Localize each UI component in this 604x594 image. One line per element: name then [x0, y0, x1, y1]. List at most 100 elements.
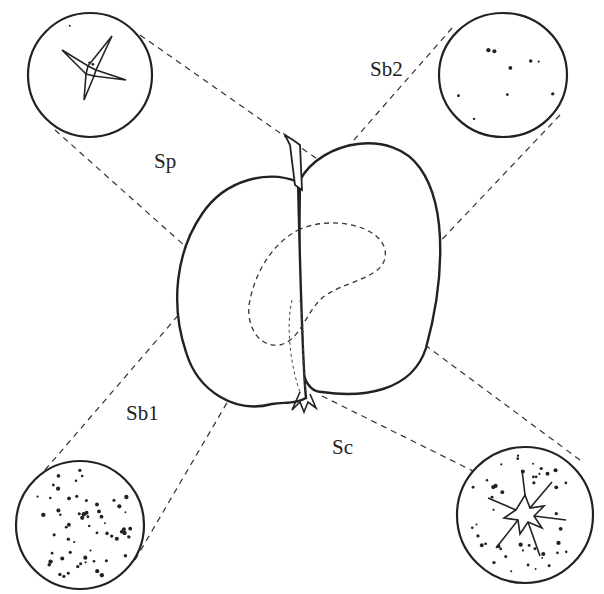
vascular-dot	[56, 509, 60, 513]
vascular-dot	[532, 463, 534, 465]
vascular-dot	[546, 472, 550, 476]
vascular-dot	[89, 549, 91, 551]
vascular-dot	[556, 551, 559, 554]
section-circle	[28, 13, 152, 137]
vascular-dot	[551, 92, 554, 95]
vascular-dot	[62, 575, 65, 578]
vascular-dot	[500, 490, 504, 494]
vascular-dot	[486, 479, 488, 481]
vascular-dot	[115, 537, 119, 541]
vascular-dot	[67, 538, 70, 541]
vascular-dot	[538, 61, 540, 63]
vascular-dot	[519, 543, 523, 547]
vascular-dot	[480, 543, 484, 547]
vascular-dot	[67, 496, 71, 500]
vascular-dot	[73, 541, 75, 543]
vascular-dot	[476, 534, 479, 537]
section-label: Sc	[330, 436, 355, 459]
section-label: Sb2	[368, 58, 405, 81]
vascular-dot	[67, 572, 70, 575]
vascular-dot	[75, 479, 78, 482]
core-star	[504, 495, 544, 534]
vascular-dot	[529, 59, 533, 63]
apple-calyx	[292, 392, 316, 412]
vascular-dot	[473, 118, 475, 120]
vascular-dot	[49, 497, 52, 500]
apple-right-half	[298, 143, 440, 394]
vascular-dot	[100, 573, 104, 577]
vascular-dot	[79, 562, 82, 565]
vascular-dot	[78, 469, 81, 472]
vascular-dot	[48, 559, 52, 563]
vascular-dot	[492, 509, 494, 511]
vascular-dot	[555, 512, 558, 515]
vascular-dot	[96, 531, 99, 534]
dashed-line	[140, 35, 330, 168]
vascular-dot	[78, 512, 81, 515]
vascular-dot	[475, 524, 477, 526]
dashed-line	[45, 290, 200, 470]
vascular-dot	[122, 531, 126, 535]
vascular-dot	[496, 544, 500, 548]
vascular-dot	[486, 48, 490, 52]
vascular-dot	[81, 475, 84, 478]
section-circle	[457, 447, 593, 583]
vascular-dot	[53, 533, 56, 536]
vascular-dot	[52, 484, 55, 487]
vascular-dot	[41, 513, 45, 517]
vascular-dot	[36, 495, 38, 497]
section-label: Sp	[152, 150, 178, 173]
vascular-dot	[559, 527, 563, 531]
core-section	[488, 470, 566, 556]
vascular-dot	[100, 515, 104, 519]
core-lines	[488, 470, 566, 556]
apple-left-half	[177, 177, 306, 407]
vascular-dot	[95, 569, 99, 573]
vascular-dot	[88, 62, 90, 64]
dashed-line	[425, 345, 580, 460]
vascular-dot	[93, 560, 96, 563]
vascular-dot	[76, 565, 79, 568]
vascular-dot	[124, 554, 127, 557]
stem-section	[62, 36, 126, 100]
section-circles	[16, 13, 593, 589]
vascular-dot	[85, 511, 89, 515]
vascular-dot	[484, 542, 487, 545]
vascular-dot	[540, 467, 543, 470]
vascular-dot	[97, 509, 101, 513]
vascular-dot	[541, 557, 543, 559]
core-vascular	[289, 300, 306, 392]
vascular-dot	[110, 534, 113, 537]
vascular-dot	[516, 457, 519, 460]
stem-core	[86, 66, 96, 76]
vascular-dot	[117, 504, 121, 508]
vascular-dot	[492, 49, 496, 53]
vascular-dot	[492, 561, 495, 564]
vascular-dot	[521, 469, 525, 473]
vascular-dot	[88, 525, 90, 527]
vascular-dot	[122, 527, 126, 531]
vascular-dot	[535, 568, 537, 570]
vascular-dot	[127, 535, 130, 538]
apple-core-outline	[249, 223, 386, 345]
vascular-dot	[92, 63, 95, 66]
vascular-dot	[554, 485, 558, 489]
apple-stem	[285, 135, 302, 190]
vascular-dot	[104, 522, 106, 524]
vascular-dot	[86, 515, 89, 518]
vascular-dot	[538, 473, 540, 475]
vascular-dot	[517, 454, 519, 456]
vascular-dot	[533, 547, 536, 550]
vascular-dot	[59, 514, 61, 516]
vascular-dot	[57, 474, 61, 478]
vascular-dot	[556, 541, 560, 545]
vascular-dot	[491, 485, 495, 489]
vascular-dot	[565, 551, 568, 554]
vascular-dot	[548, 564, 551, 567]
vascular-dot	[65, 526, 68, 529]
vascular-dot	[510, 570, 512, 572]
vascular-dot	[105, 559, 108, 562]
vascular-dot	[472, 486, 475, 489]
